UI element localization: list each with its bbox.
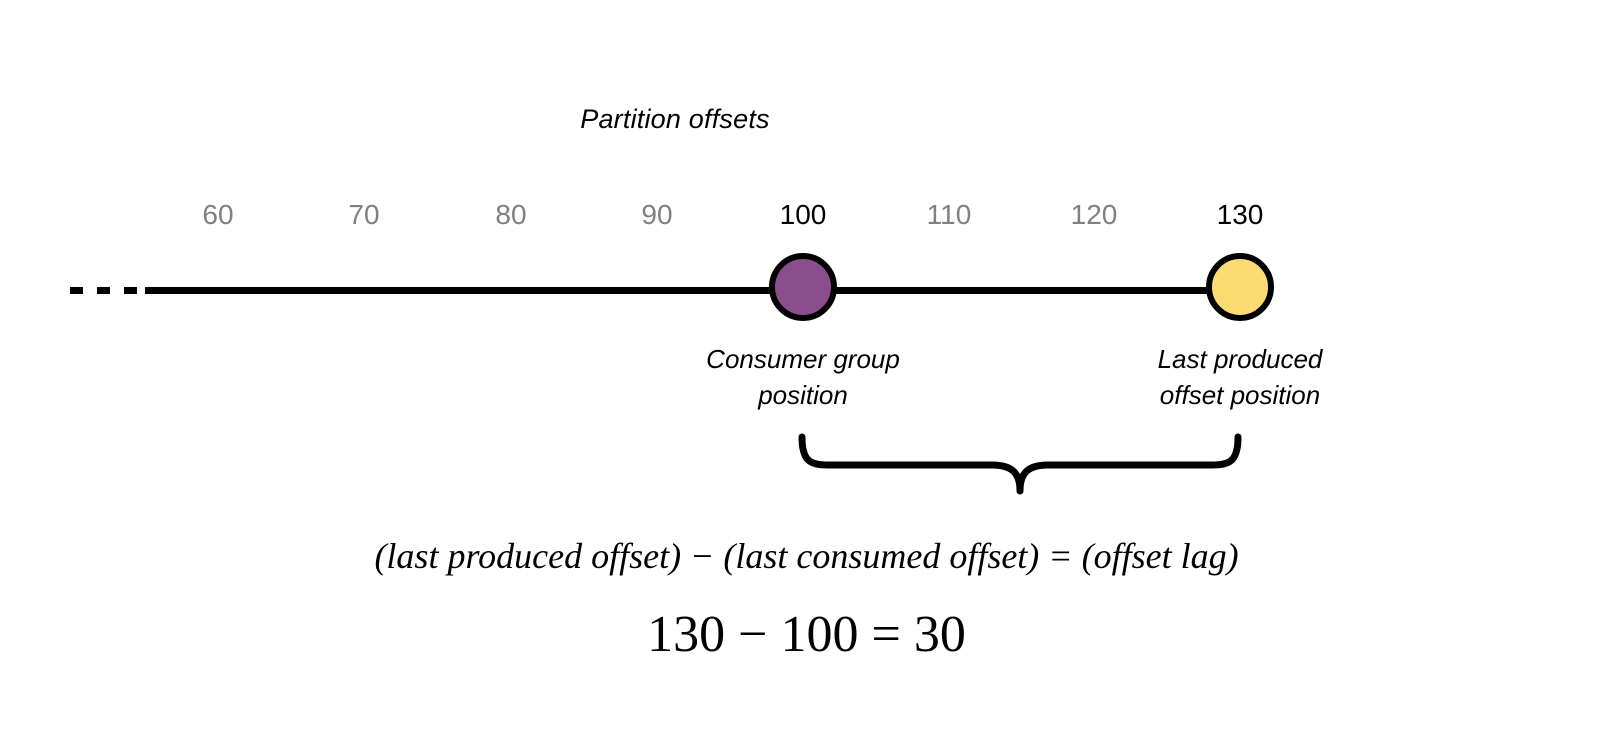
consumer-group-position-marker — [769, 253, 837, 321]
last-produced-offset-caption-line2: offset position — [1159, 380, 1321, 410]
tick-label-100: 100 — [779, 199, 827, 230]
brace-svg — [798, 433, 1242, 495]
last-produced-offset-marker — [1206, 253, 1274, 321]
chart-title: Partition offsets — [580, 104, 770, 134]
last-produced-offset-caption-line1: Last produced — [1157, 344, 1323, 374]
offset-axis-line — [145, 287, 1245, 294]
last-produced-offset-caption: Last produced offset position — [1070, 341, 1410, 413]
tick-label-130: 130 — [1216, 199, 1264, 230]
tick-label-60: 60 — [202, 199, 234, 230]
offset-lag-formula-numeric: 130 − 100 = 30 — [647, 606, 966, 663]
tick-label-110: 110 — [926, 199, 972, 230]
offset-lag-brace-icon — [780, 425, 1270, 505]
offset-lag-formula-symbolic: (last produced offset) − (last consumed … — [374, 536, 1239, 576]
tick-label-80: 80 — [495, 199, 527, 230]
consumer-group-position-caption-line1: Consumer group — [706, 344, 900, 374]
axis-continuation-ellipsis-icon — [70, 287, 137, 294]
tick-label-90: 90 — [641, 199, 673, 230]
tick-label-70: 70 — [348, 199, 380, 230]
consumer-group-position-caption-line2: position — [758, 380, 848, 410]
consumer-group-position-caption: Consumer group position — [633, 341, 973, 413]
tick-label-120: 120 — [1070, 199, 1118, 230]
